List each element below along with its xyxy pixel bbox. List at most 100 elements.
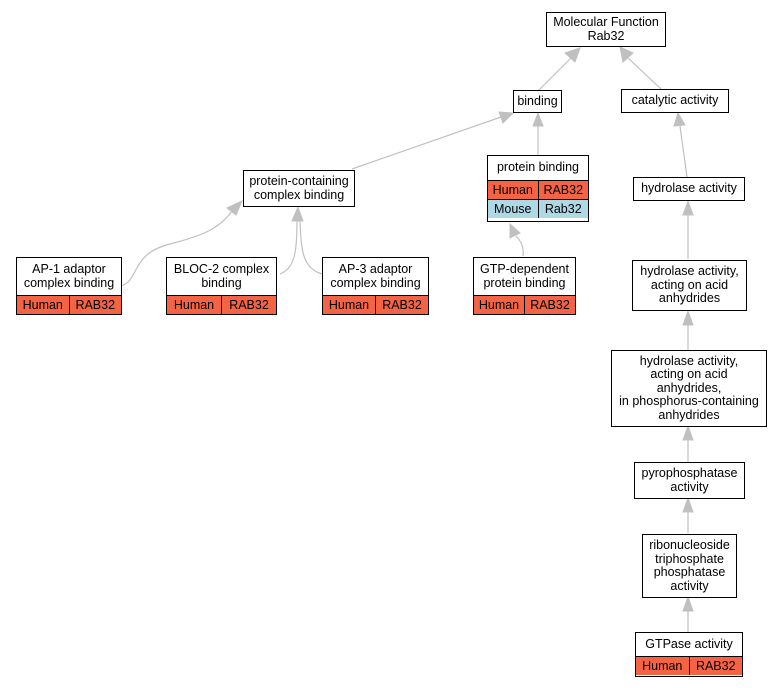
edge-catalytic-root <box>627 57 662 90</box>
node-term: AP-3 adaptor complex binding <box>323 258 428 295</box>
node-term: AP-1 adaptor complex binding <box>17 258 121 295</box>
node-protein-binding[interactable]: protein binding Human RAB32 Mouse Rab32 <box>487 155 589 222</box>
node-protein-containing-complex-binding[interactable]: protein-containing complex binding <box>243 170 355 207</box>
node-term: GTPase activity <box>636 633 742 656</box>
arrow-gtpase-ribo <box>682 595 694 612</box>
term-line: protein binding <box>483 275 566 290</box>
node-term: catalytic activity <box>622 90 728 112</box>
term-line: AP-1 adaptor <box>32 262 106 276</box>
gene-label: Rab32 <box>544 202 582 216</box>
arrow-hydphos-hydacid <box>682 309 694 326</box>
annotation-row-mouse: Mouse Rab32 <box>488 199 588 218</box>
node-pyrophosphatase-activity[interactable]: pyrophosphatase activity <box>634 462 745 499</box>
term-line: acting on acid <box>650 277 729 292</box>
term-line: anhydrides <box>658 291 721 306</box>
node-term: hydrolase activity, acting on acid anhyd… <box>612 351 766 426</box>
node-term: protein-containing complex binding <box>244 171 354 206</box>
organism-label: Mouse <box>488 200 539 218</box>
term-line: anhydrides, <box>656 380 722 395</box>
arrow-hydrolase-catalytic <box>673 111 686 127</box>
term-line: anhydrides <box>658 407 720 422</box>
edge-hydrolase-catalytic <box>679 125 688 178</box>
node-hydrolase-activity[interactable]: hydrolase activity <box>633 177 745 201</box>
node-ribonucleoside-triphosphate-phosphatase-activity[interactable]: ribonucleoside triphosphate phosphatase … <box>642 534 737 598</box>
edge-ap3-complex <box>299 219 323 275</box>
node-term: protein binding <box>488 156 588 180</box>
edge-complex-binding <box>351 116 502 170</box>
edge-bloc2-complex <box>279 219 298 275</box>
annotation-row-human: Human RAB32 <box>167 295 276 314</box>
gene-label: RAB32 <box>695 659 736 673</box>
term-line: Rab32 <box>587 28 625 43</box>
node-molecular-function[interactable]: Molecular Function Rab32 <box>546 12 666 47</box>
term-line: acting on acid <box>650 367 728 382</box>
gene-label: RAB32 <box>543 183 584 197</box>
term-line: activity <box>670 479 709 494</box>
term-line: GTP-dependent <box>480 262 569 276</box>
arrow-bloc2-complex <box>291 205 304 222</box>
term-line: ribonucleoside <box>649 538 730 552</box>
organism-label: Human <box>17 296 70 314</box>
term-line: GTPase activity <box>645 636 733 651</box>
node-gtpase-activity[interactable]: GTPase activity Human RAB32 <box>635 632 743 677</box>
edge-gtpdep-protein <box>515 235 524 257</box>
node-binding[interactable]: binding <box>513 90 562 113</box>
term-line: hydrolase activity, <box>640 264 739 279</box>
node-ap1-adaptor-complex-binding[interactable]: AP-1 adaptor complex binding Human RAB32 <box>16 257 122 315</box>
node-term: binding <box>514 91 561 112</box>
term-line: BLOC-2 complex <box>173 262 270 276</box>
term-line: AP-3 adaptor <box>338 262 413 276</box>
node-term: Molecular Function Rab32 <box>547 13 665 46</box>
arrow-pyro-hydphos <box>682 424 694 441</box>
node-term: hydrolase activity, acting on acid anhyd… <box>633 261 746 310</box>
node-term: GTP-dependent protein binding <box>474 258 575 295</box>
edge-binding-root <box>537 57 572 92</box>
term-line: hydrolase activity <box>641 181 737 196</box>
term-line: complex binding <box>23 275 115 290</box>
annotation-row-human: Human RAB32 <box>17 295 121 314</box>
term-line: hydrolase activity, <box>639 353 739 368</box>
term-line: complex binding <box>330 275 421 290</box>
arrow-hydacid-hydrolase <box>682 199 694 216</box>
gene-label: RAB32 <box>530 298 570 312</box>
node-gtp-dependent-protein-binding[interactable]: GTP-dependent protein binding Human RAB3… <box>473 257 576 315</box>
term-line: complex binding <box>253 187 345 202</box>
node-bloc2-complex-binding[interactable]: BLOC-2 complex binding Human RAB32 <box>166 257 277 315</box>
term-line: Molecular Function <box>553 15 659 29</box>
term-line: triphosphate <box>655 551 724 566</box>
node-ap3-adaptor-complex-binding[interactable]: AP-3 adaptor complex binding Human RAB32 <box>322 257 429 315</box>
arrow-catalytic-root <box>619 46 634 63</box>
node-hydrolase-acid-anhydrides[interactable]: hydrolase activity, acting on acid anhyd… <box>632 260 747 311</box>
arrow-protein-binding <box>532 111 544 127</box>
annotation-row-human: Human RAB32 <box>474 295 575 314</box>
node-term: hydrolase activity <box>634 178 744 200</box>
arrow-ap1-complex <box>226 199 243 216</box>
arrow-gtpdep-protein <box>509 222 521 239</box>
term-line: binding <box>517 93 558 108</box>
gene-label: RAB32 <box>382 298 422 312</box>
organism-label: Human <box>636 657 690 675</box>
term-line: in phosphorus-containing <box>619 394 759 409</box>
arrow-complex-binding <box>498 111 515 124</box>
node-term: BLOC-2 complex binding <box>167 258 276 295</box>
term-line: protein binding <box>496 160 579 175</box>
node-term: pyrophosphatase activity <box>635 463 744 498</box>
arrow-ribo-pyro <box>682 496 694 513</box>
annotation-row-human: Human RAB32 <box>323 295 428 314</box>
term-line: activity <box>670 578 709 593</box>
node-hydrolase-phosphorus-anhydrides[interactable]: hydrolase activity, acting on acid anhyd… <box>611 350 767 427</box>
organism-label: Human <box>323 296 376 314</box>
term-line: phosphatase <box>653 565 726 579</box>
node-catalytic-activity[interactable]: catalytic activity <box>621 89 729 113</box>
term-line: catalytic activity <box>631 93 719 108</box>
annotation-row-human: Human RAB32 <box>636 656 742 675</box>
arrow-binding-root <box>564 47 581 63</box>
gene-label: RAB32 <box>229 298 269 312</box>
term-line: protein-containing <box>249 174 349 188</box>
gene-label: RAB32 <box>75 298 116 312</box>
node-term: ribonucleoside triphosphate phosphatase … <box>643 535 736 597</box>
organism-label: Human <box>474 296 525 314</box>
organism-label: Human <box>488 181 539 199</box>
term-line: binding <box>201 275 242 290</box>
